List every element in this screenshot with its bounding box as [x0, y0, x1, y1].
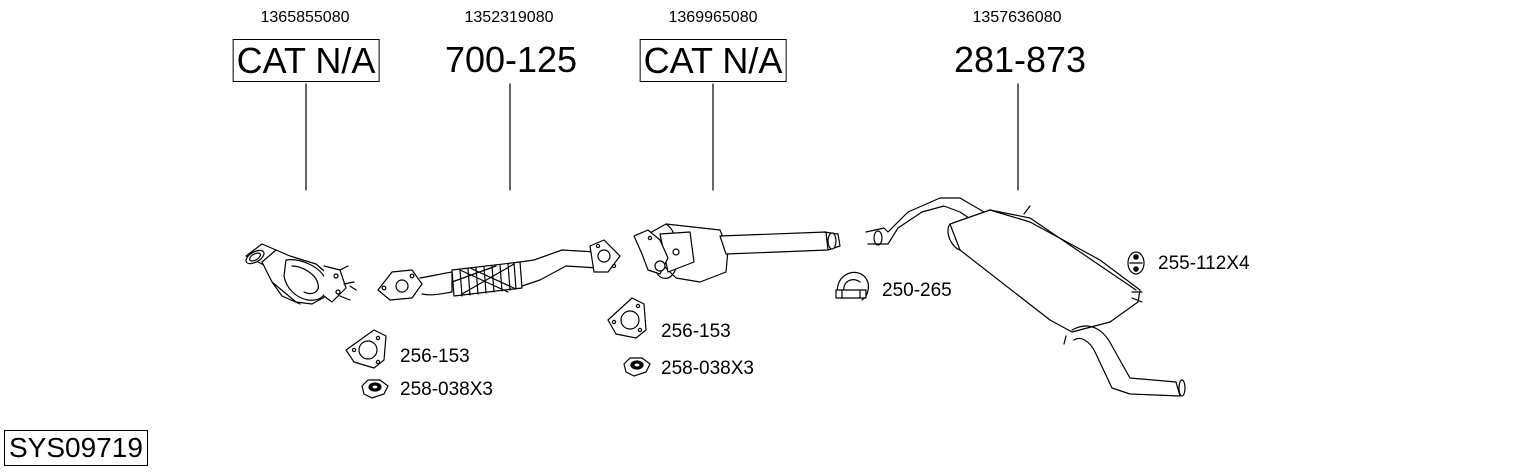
nut-icon[interactable]: [361, 379, 389, 399]
accessory-label-clamp[interactable]: 250-265: [882, 280, 952, 301]
oem-number-rear-silencer: 1357636080: [972, 9, 1062, 26]
accessory-label-nut-2[interactable]: 258-038X3: [661, 358, 754, 379]
accessory-label-nut-1[interactable]: 258-038X3: [400, 379, 493, 400]
front-pipe-drawing[interactable]: [377, 239, 621, 301]
part-number-front-pipe[interactable]: 700-125: [444, 39, 578, 80]
gasket-icon-2[interactable]: [607, 297, 647, 339]
oem-number-catalyst-rear: 1369965080: [668, 9, 758, 26]
system-code: SYS09719: [4, 430, 148, 466]
accessory-label-gasket-2[interactable]: 256-153: [661, 321, 731, 342]
oem-number-catalyst-front: 1365855080: [260, 9, 350, 26]
accessory-label-gasket-1[interactable]: 256-153: [400, 346, 470, 367]
nut-icon-2[interactable]: [623, 357, 651, 377]
part-number-catalyst-front[interactable]: CAT N/A: [232, 39, 380, 82]
rubber-mount-icon[interactable]: [1127, 251, 1145, 275]
gasket-icon[interactable]: [345, 329, 387, 369]
catalytic-converter-rear-drawing[interactable]: [633, 223, 841, 283]
clamp-icon[interactable]: [835, 271, 870, 301]
accessory-label-rubber-mount[interactable]: 255-112X4: [1158, 253, 1250, 274]
part-number-catalyst-rear[interactable]: CAT N/A: [639, 39, 787, 82]
rear-silencer-drawing[interactable]: [865, 197, 1186, 397]
oem-number-front-pipe: 1352319080: [464, 9, 554, 26]
part-number-rear-silencer[interactable]: 281-873: [953, 39, 1087, 80]
catalytic-converter-front-drawing[interactable]: [244, 243, 357, 305]
